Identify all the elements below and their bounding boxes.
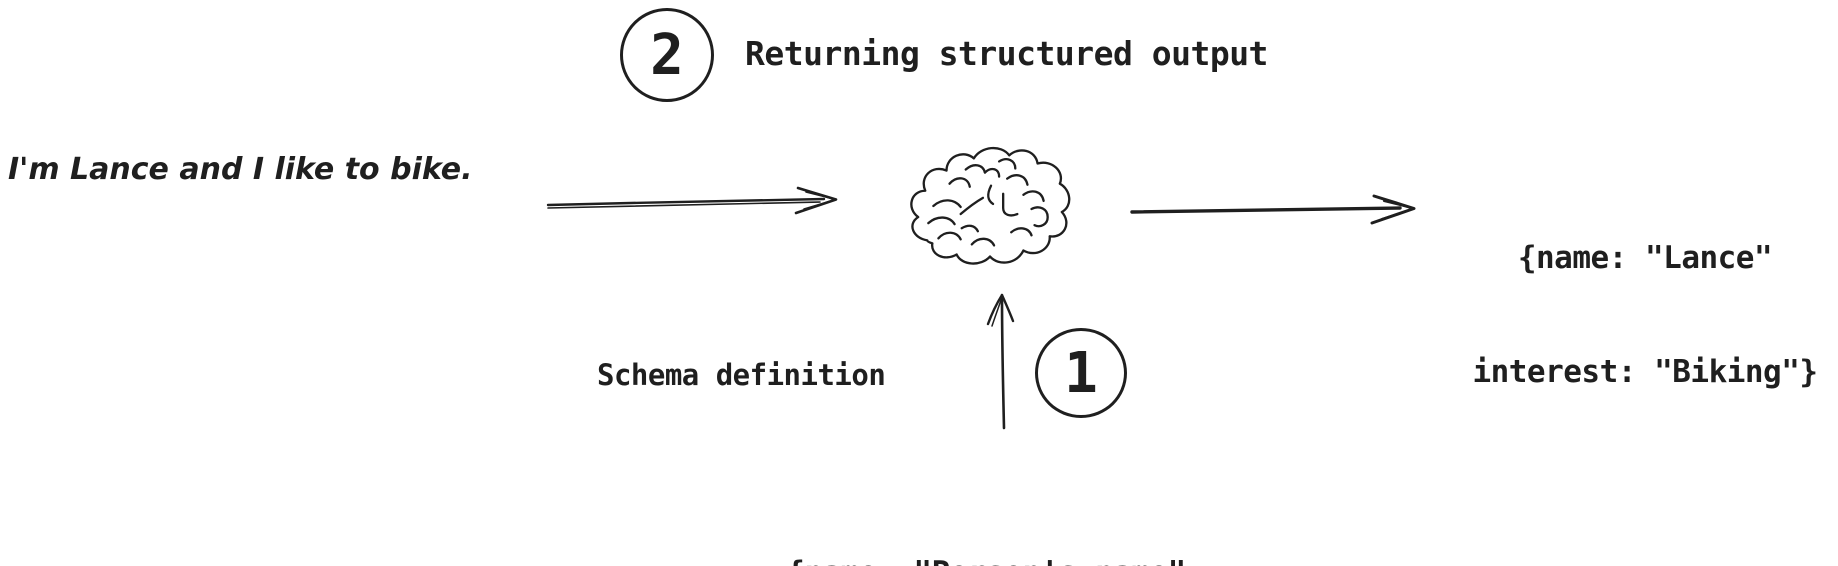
- input-arrow-right-icon: [540, 186, 850, 220]
- step-2-badge: 2: [620, 8, 714, 102]
- brain-icon: [903, 143, 1075, 278]
- schema-definition-label: Schema definition: [597, 358, 886, 392]
- step-2-number: 2: [650, 22, 684, 88]
- structured-output-line-2: interest: "Biking"}: [1472, 354, 1818, 390]
- diagram-title: Returning structured output: [745, 34, 1268, 73]
- step-1-badge: 1: [1035, 328, 1127, 418]
- output-arrow-right-icon: [1128, 192, 1428, 228]
- user-input-text: I'm Lance and I like to bike.: [8, 152, 473, 187]
- step-1-number: 1: [1064, 340, 1098, 406]
- schema-line-1: {name: "Person's name": [676, 554, 1296, 566]
- schema-arrow-up-icon: [983, 290, 1023, 430]
- schema-definition-text: {name: "Person's name" interest: "Person…: [676, 478, 1296, 566]
- structured-output-line-1: {name: "Lance": [1517, 240, 1773, 276]
- structured-output-text: {name: "Lance" interest: "Biking"}: [1460, 163, 1830, 467]
